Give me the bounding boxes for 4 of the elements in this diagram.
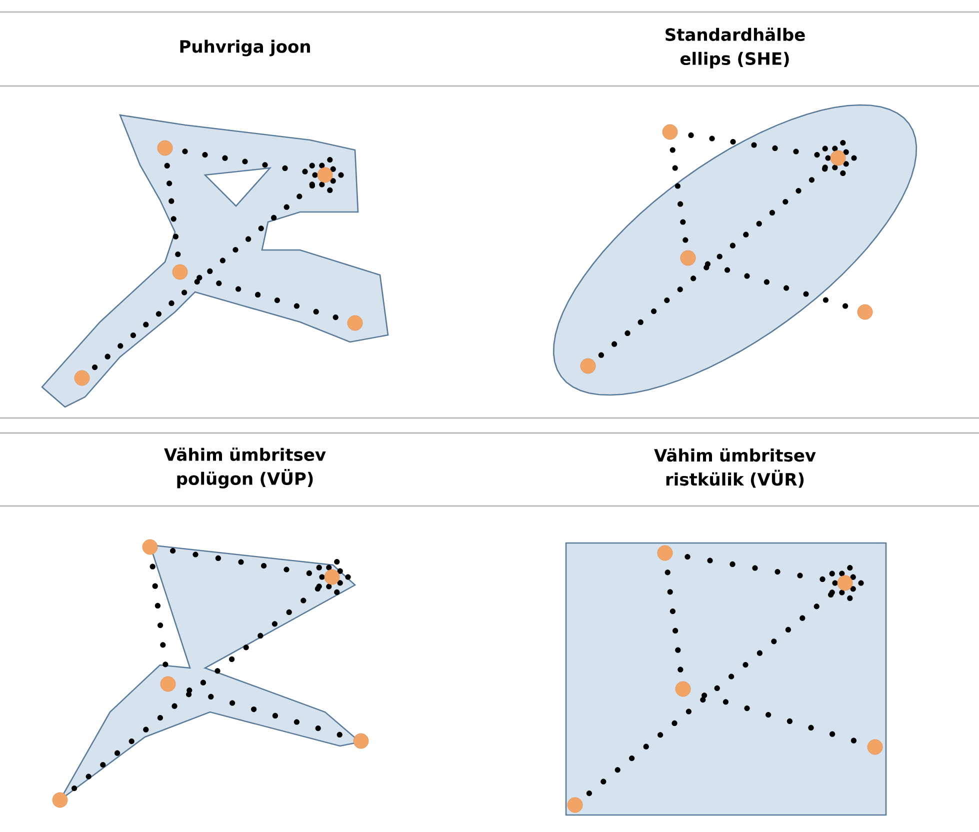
panel-heading: Vähim ümbritsev ristkülik (VÜR) [654,448,816,488]
panel-heading: Puhvriga joon [180,40,310,56]
panel-heading: Standardhälbe ellips (SHE) [666,28,805,68]
panel-heading: Vähim ümbritsev polügon (VÜP) [164,448,326,488]
